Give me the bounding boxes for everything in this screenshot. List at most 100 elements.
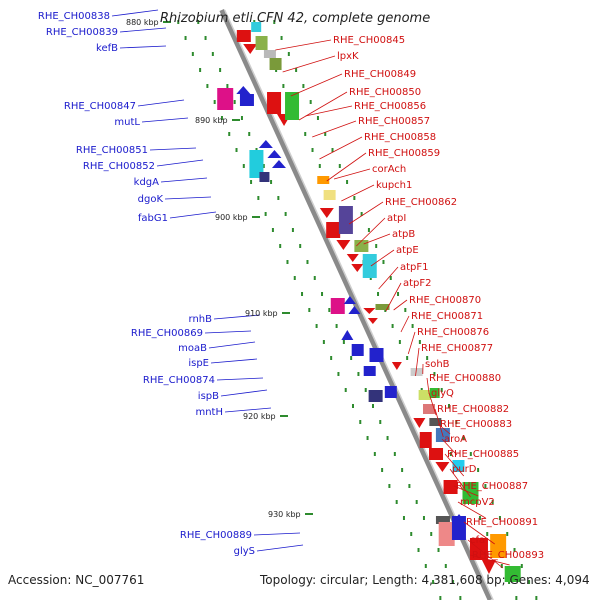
track-dot [486, 532, 489, 536]
gene-arrow-up [258, 140, 273, 148]
track-dot [277, 196, 280, 200]
track-dot [389, 276, 392, 280]
track-dot [331, 148, 334, 152]
leader-line-right [407, 331, 416, 355]
gene-block [317, 176, 330, 184]
track-dot [279, 244, 282, 248]
track-dot [322, 340, 325, 344]
track-dot [271, 228, 274, 232]
gene-block [368, 390, 383, 402]
gene-label-left: ispB [198, 391, 219, 402]
gene-label-right: kupch1 [376, 180, 412, 191]
gene-label-right: RHE_CH00876 [417, 327, 489, 338]
track-dot [248, 132, 251, 136]
track-dot [382, 260, 385, 264]
track-dot [528, 580, 531, 584]
gene-arrow-up [453, 514, 466, 522]
track-dot [316, 116, 319, 120]
gene-block [363, 366, 376, 376]
track-dot [286, 260, 289, 264]
leader-line-left [224, 407, 272, 413]
gene-arrow-down [319, 208, 334, 218]
track-dot [228, 132, 231, 136]
gene-block [323, 190, 336, 200]
track-dot [184, 36, 187, 40]
track-dot [410, 532, 413, 536]
track-dot [515, 596, 518, 600]
gene-label-left: mntH [195, 407, 223, 418]
scale-label: 880 kbp [126, 18, 159, 27]
gene-label-right: RHE_CH00862 [385, 197, 457, 208]
gene-label-left: ispE [188, 358, 209, 369]
track-dot [381, 468, 384, 472]
track-dot [308, 308, 311, 312]
track-dot [401, 468, 404, 472]
track-dot [386, 436, 389, 440]
track-dot [411, 324, 414, 328]
gene-label-right: mcpV2 [460, 497, 495, 508]
gene-label-left: kdgA [134, 177, 159, 188]
track-dot [395, 500, 398, 504]
gene-block [435, 516, 450, 524]
gene-block [375, 304, 390, 310]
leader-line-left [213, 314, 261, 320]
gene-label-left: RHE_CH00869 [131, 328, 203, 339]
gene-block [429, 388, 440, 398]
gene-block [438, 522, 455, 546]
track-dot [240, 116, 243, 120]
track-dot [204, 36, 207, 40]
gene-arrow-up [267, 150, 282, 158]
track-dot [491, 500, 494, 504]
gene-block [285, 92, 300, 120]
track-dot [477, 468, 480, 472]
gene-label-right: atpF1 [400, 262, 429, 273]
track-dot [398, 340, 401, 344]
track-dot [273, 20, 276, 24]
track-dot [220, 116, 223, 120]
leader-line-right [437, 423, 451, 435]
track-dot [406, 356, 409, 360]
track-dot [498, 516, 501, 520]
leader-line-left [119, 27, 167, 33]
track-dot [177, 20, 180, 24]
scale-label: 900 kbp [215, 213, 248, 222]
leader-line-right [467, 539, 504, 569]
track-dot [353, 196, 356, 200]
gene-block [330, 298, 345, 314]
track-dot [337, 372, 340, 376]
gene-label-right: sohB [425, 359, 450, 370]
track-dot [506, 532, 509, 536]
track-dot [404, 308, 407, 312]
track-dot [364, 388, 367, 392]
gene-label-right: RHE_CH00877 [421, 343, 493, 354]
gene-block [251, 22, 262, 32]
gene-label-left: glyS [234, 546, 255, 557]
leader-line-right [426, 377, 430, 395]
leader-line-right [393, 299, 408, 311]
leader-line-left [256, 544, 304, 552]
gene-label-right: atpI [387, 213, 406, 224]
track-dot [422, 516, 425, 520]
gene-block [490, 534, 507, 558]
leader-line-right [370, 249, 395, 267]
gene-block [418, 390, 431, 400]
gene-label-right: RHE_CH00891 [466, 517, 538, 528]
track-dot [373, 452, 376, 456]
track-dot [242, 164, 245, 168]
gene-block [504, 566, 521, 582]
track-dot [199, 68, 202, 72]
gene-label-left: RHE_CH00847 [64, 101, 136, 112]
track-dot [397, 292, 400, 296]
leader-line-right [319, 136, 363, 160]
track-dot [535, 596, 538, 600]
gene-arrow-up [343, 296, 356, 304]
track-dot [478, 516, 481, 520]
track-dot [447, 404, 450, 408]
track-dot [440, 388, 443, 392]
leader-line-right [453, 485, 479, 497]
track-dot [335, 324, 338, 328]
track-dot [360, 212, 363, 216]
track-dot [371, 404, 374, 408]
leader-line-left [253, 532, 301, 536]
track-dot [321, 292, 324, 296]
